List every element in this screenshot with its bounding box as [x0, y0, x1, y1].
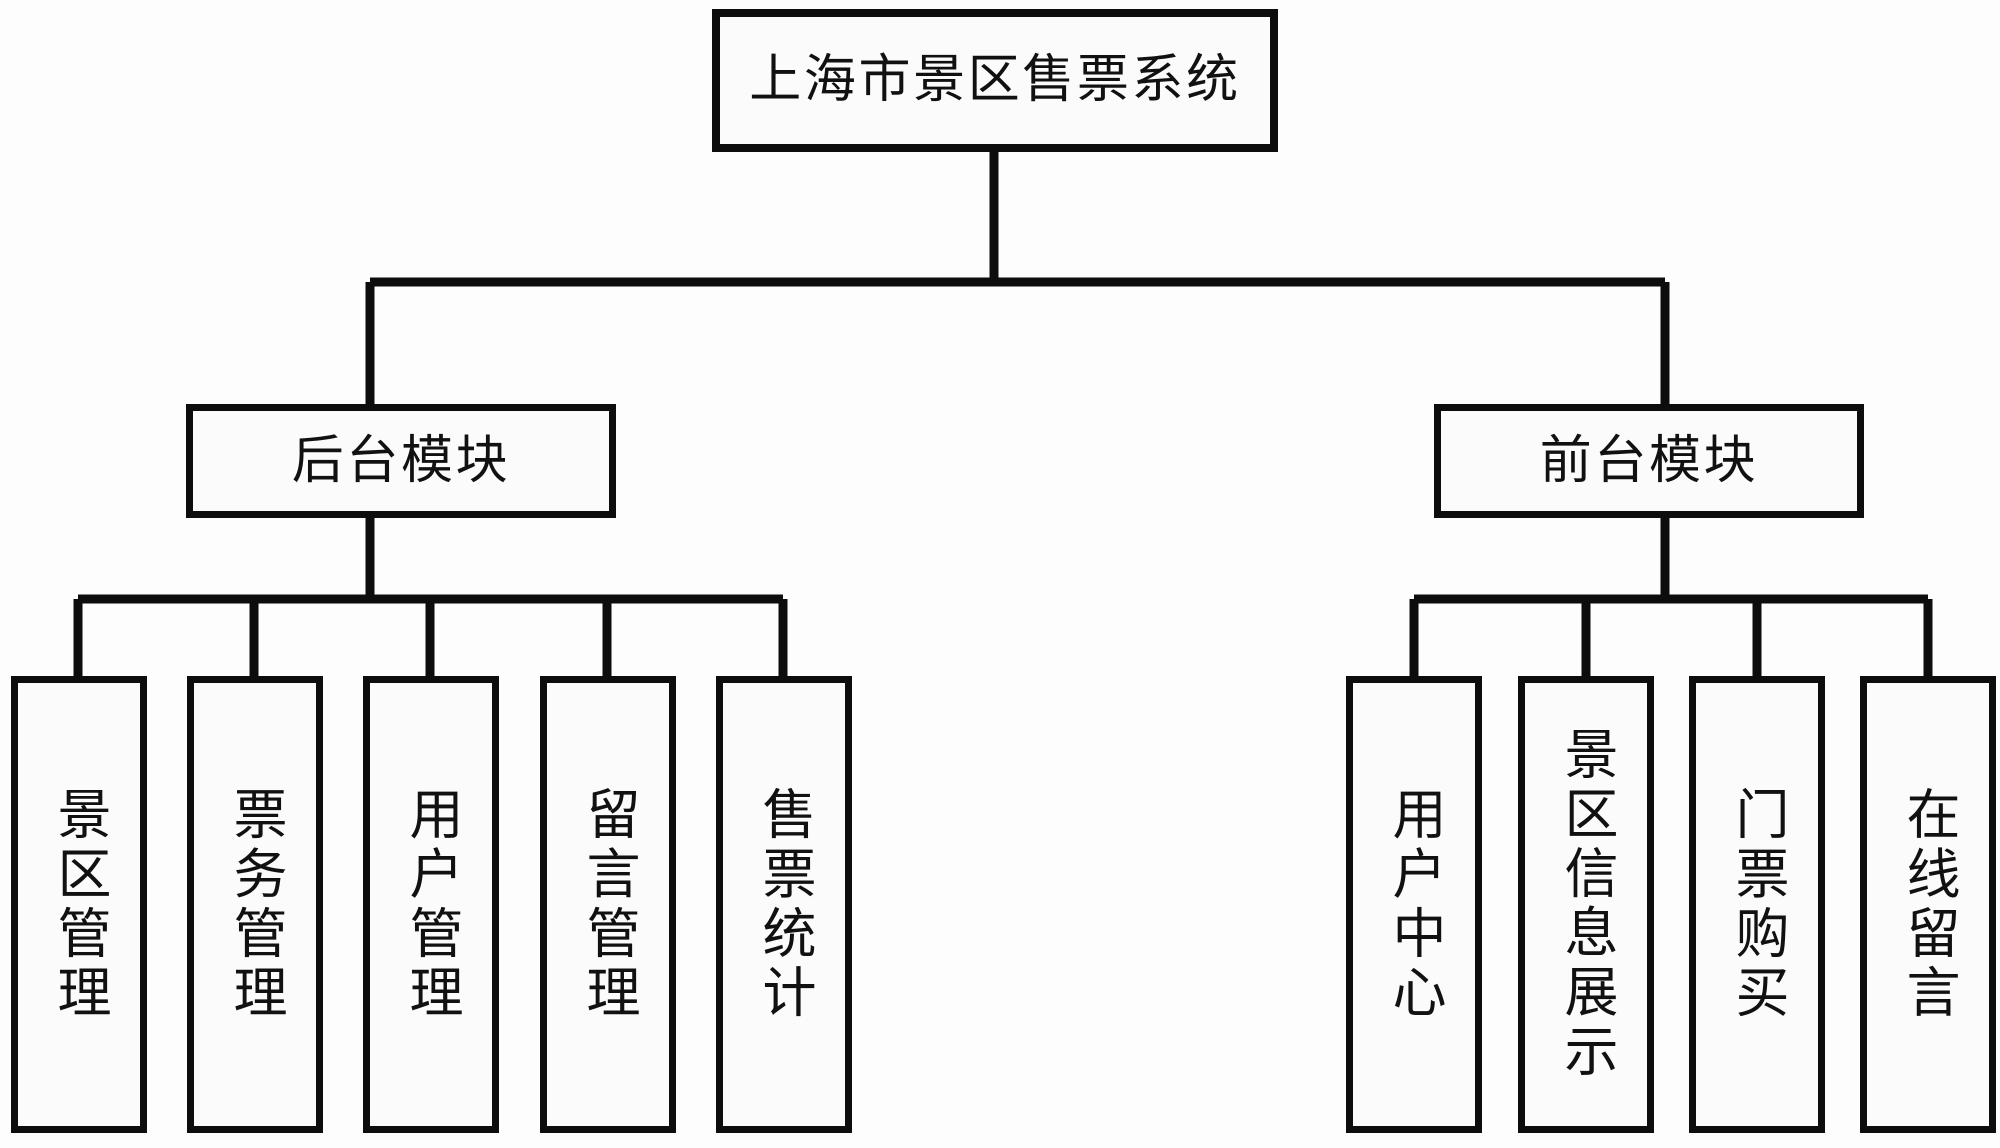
- node-ticket-purchase-label: 门票购买: [1727, 785, 1787, 1024]
- node-ticket-sales-statistics-label: 售票统计: [754, 785, 814, 1024]
- node-scenic-management[interactable]: 景区管理: [11, 676, 147, 1133]
- node-scenic-info-display[interactable]: 景区信息展示: [1518, 676, 1654, 1133]
- node-ticket-sales-statistics[interactable]: 售票统计: [716, 676, 852, 1133]
- node-root-label: 上海市景区售票系统: [749, 51, 1241, 110]
- node-ticket-service-management-label: 票务管理: [225, 785, 285, 1024]
- node-frontend-module[interactable]: 前台模块: [1434, 404, 1864, 518]
- node-backend-module[interactable]: 后台模块: [186, 404, 616, 518]
- node-user-management-label: 用户管理: [401, 785, 461, 1024]
- node-root[interactable]: 上海市景区售票系统: [712, 9, 1278, 152]
- node-backend-module-label: 后台模块: [291, 431, 511, 490]
- node-ticket-purchase[interactable]: 门票购买: [1689, 676, 1825, 1133]
- node-online-message[interactable]: 在线留言: [1860, 676, 1996, 1133]
- node-frontend-module-label: 前台模块: [1539, 431, 1759, 490]
- node-user-center[interactable]: 用户中心: [1346, 676, 1482, 1133]
- node-scenic-info-display-label: 景区信息展示: [1556, 726, 1616, 1083]
- node-ticket-service-management[interactable]: 票务管理: [187, 676, 323, 1133]
- node-message-management[interactable]: 留言管理: [540, 676, 676, 1133]
- node-scenic-management-label: 景区管理: [49, 785, 109, 1024]
- node-user-center-label: 用户中心: [1384, 785, 1444, 1024]
- node-user-management[interactable]: 用户管理: [363, 676, 499, 1133]
- node-message-management-label: 留言管理: [578, 785, 638, 1024]
- node-online-message-label: 在线留言: [1898, 785, 1958, 1024]
